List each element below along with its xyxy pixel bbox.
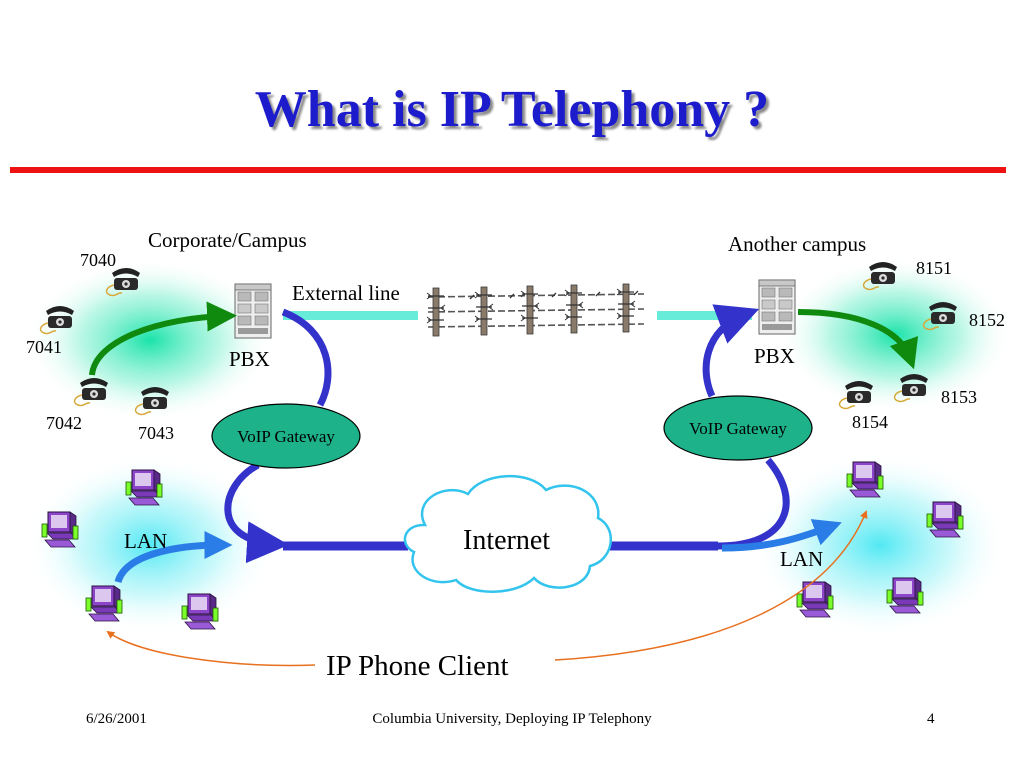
phone-ext-7042: 7042 [46, 413, 82, 433]
barbed-wire-fence-icon [426, 283, 645, 337]
right-voip-gateway-shape [663, 395, 813, 461]
left-pbx-icon [234, 283, 272, 339]
phone-ext-8151: 8151 [916, 258, 952, 278]
footer-date: 6/26/2001 [86, 711, 147, 727]
right-pbx-icon [758, 279, 796, 335]
ip-client-arrow-left [106, 630, 316, 667]
left-lan-glow [25, 455, 275, 635]
right-lan-arrow [721, 519, 842, 552]
phone-ext-8154: 8154 [852, 412, 888, 432]
right-pbx-gateway-link [702, 304, 760, 398]
external-line-left [283, 311, 418, 320]
right-gateway-label: VoIP Gateway [689, 419, 787, 438]
phone-ext-7040: 7040 [80, 250, 116, 270]
right-lan-label: LAN [780, 547, 824, 571]
title-rule [10, 167, 1006, 173]
right-pbx-label: PBX [754, 344, 795, 368]
phone-ext-7041: 7041 [26, 337, 62, 357]
external-line-right [657, 311, 752, 320]
left-pbx-gateway-link [281, 308, 332, 407]
cloud-icon [403, 475, 613, 593]
phone-ext-8153: 8153 [941, 387, 977, 407]
left-gateway-label: VoIP Gateway [237, 427, 335, 446]
slide-title: What is IP Telephony ? [254, 81, 770, 138]
external-line-label: External line [292, 281, 400, 305]
phone-ext-7043: 7043 [138, 423, 174, 443]
left-green-arrow [89, 301, 237, 376]
ip-phone-client-label: IP Phone Client [326, 650, 509, 682]
footer-page-number: 4 [927, 711, 935, 727]
phone-ext-8152: 8152 [969, 310, 1005, 330]
right-site-label: Another campus [728, 232, 867, 256]
left-pbx-label: PBX [229, 347, 270, 371]
left-site-label: Corporate/Campus [148, 228, 307, 252]
left-lan-label: LAN [124, 529, 168, 553]
left-lan-arrow [114, 531, 233, 584]
ip-client-arrow-right [554, 510, 868, 661]
right-green-arrow [797, 309, 919, 370]
left-gateway-backbone-link [224, 461, 289, 564]
left-voip-gateway-shape [211, 403, 361, 469]
internet-label: Internet [463, 525, 551, 556]
footer-center: Columbia University, Deploying IP Teleph… [372, 711, 652, 727]
